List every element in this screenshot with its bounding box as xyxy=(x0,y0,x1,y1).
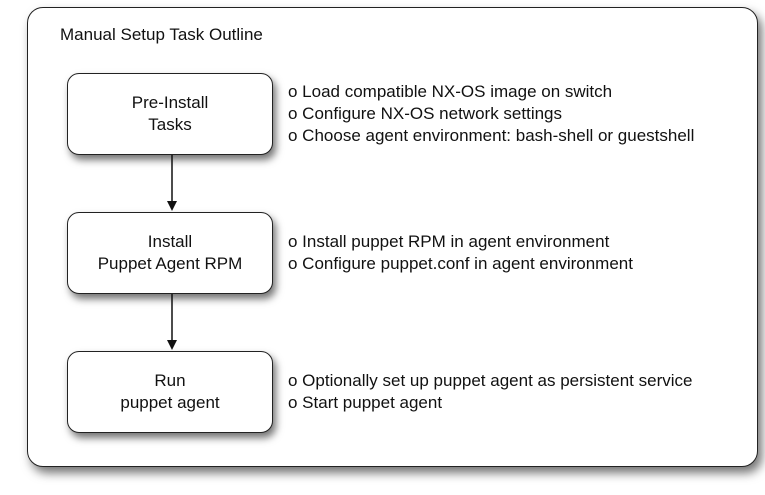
step-run-agent-label-line-2: puppet agent xyxy=(120,393,220,412)
step-install-rpm-label-line-2: Puppet Agent RPM xyxy=(97,254,243,273)
bullet-item: o Start puppet agent xyxy=(288,393,443,412)
step-pre-install-bullets: o Load compatible NX-OS image on switch … xyxy=(288,81,694,147)
arrow-down-icon xyxy=(167,294,177,350)
step-run-agent-bullets: o Optionally set up puppet agent as pers… xyxy=(288,370,692,414)
bullet-item: o Configure NX-OS network settings xyxy=(288,104,563,123)
bullet-item: o Install puppet RPM in agent environmen… xyxy=(288,232,610,251)
step-install-rpm-box: Install Puppet Agent RPM xyxy=(67,212,273,294)
arrow-down-icon xyxy=(167,155,177,211)
step-install-rpm-bullets: o Install puppet RPM in agent environmen… xyxy=(288,231,633,275)
step-install-rpm-label-line-1: Install xyxy=(147,232,193,251)
step-run-agent-box: Run puppet agent xyxy=(67,351,273,433)
outline-title: Manual Setup Task Outline xyxy=(60,25,263,44)
step-pre-install-label-line-1: Pre-Install xyxy=(131,93,209,112)
step-pre-install-box: Pre-Install Tasks xyxy=(67,73,273,155)
step-pre-install-label-line-2: Tasks xyxy=(148,115,192,134)
bullet-item: o Optionally set up puppet agent as pers… xyxy=(288,371,693,390)
bullet-item: o Configure puppet.conf in agent environ… xyxy=(288,254,633,273)
bullet-item: o Choose agent environment: bash-shell o… xyxy=(288,126,695,145)
bullet-item: o Load compatible NX-OS image on switch xyxy=(288,82,613,101)
step-run-agent-label-line-1: Run xyxy=(154,371,186,390)
